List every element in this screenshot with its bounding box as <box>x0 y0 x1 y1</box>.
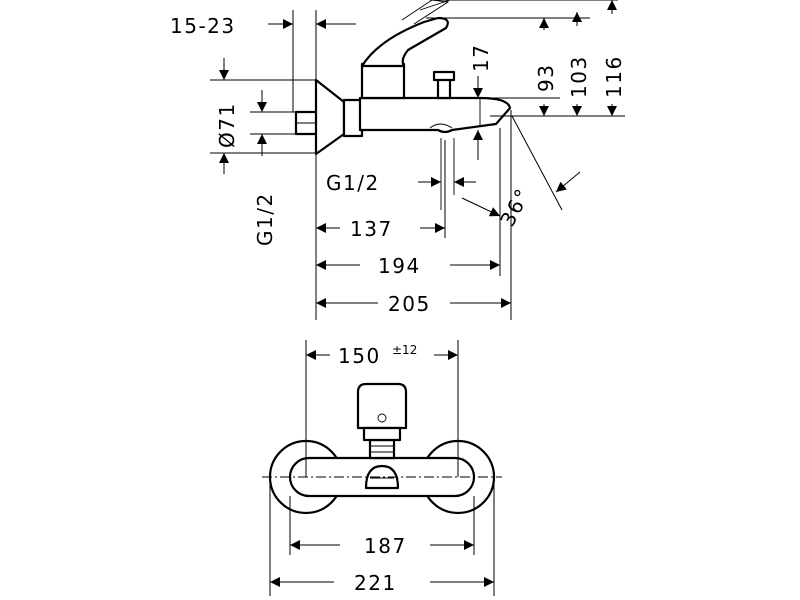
front-view <box>262 382 502 515</box>
dim-150: 150 <box>338 344 381 368</box>
dim-diameter-71: Ø71 <box>215 102 239 148</box>
front-dimension-labels: 150 ±12 187 221 <box>338 343 417 595</box>
side-dimension-labels: 15-23 17 93 103 116 Ø71 G1/2 G1/2 36° 13… <box>170 14 626 316</box>
lever-base <box>360 62 406 100</box>
side-view <box>294 0 512 210</box>
dim-15-23: 15-23 <box>170 14 236 38</box>
dim-g12-side: G1/2 <box>253 192 277 246</box>
front-neck <box>368 438 396 460</box>
dim-150-tolerance: ±12 <box>392 343 417 357</box>
dim-g12-outlet: G1/2 <box>326 171 380 195</box>
mixer-body <box>358 96 512 134</box>
dim-angle-36: 36° <box>495 184 535 231</box>
dim-137: 137 <box>350 217 393 241</box>
dim-103: 103 <box>567 55 591 98</box>
dim-205: 205 <box>388 292 431 316</box>
dim-194: 194 <box>378 254 421 278</box>
lever-handle <box>360 16 449 68</box>
dim-187: 187 <box>364 534 407 558</box>
wall-rosette <box>314 78 346 156</box>
dim-93: 93 <box>534 64 558 92</box>
dim-116: 116 <box>602 55 626 98</box>
dim-17: 17 <box>469 44 493 72</box>
side-dimension-arrows <box>219 0 617 308</box>
front-extension-lines <box>269 340 495 596</box>
dim-221: 221 <box>354 571 397 595</box>
front-dimension-arrows <box>270 350 494 587</box>
front-lever <box>356 382 408 430</box>
spout-outlet <box>364 464 400 490</box>
